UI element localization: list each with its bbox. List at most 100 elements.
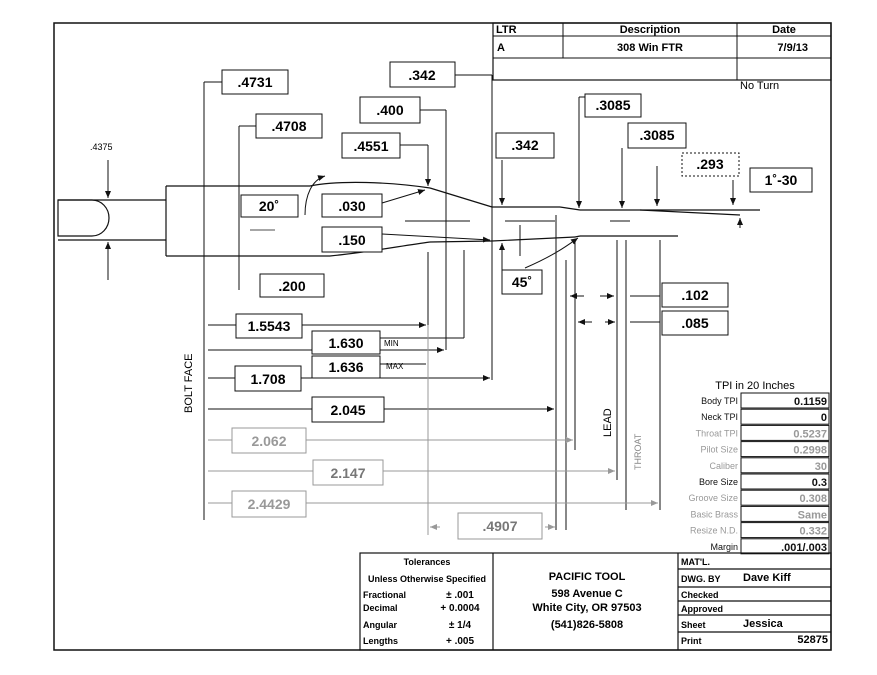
rev-date-value: 7/9/13 [777,42,808,54]
tolerance-label: Lengths [363,636,398,646]
rev-description-value: 308 Win FTR [617,42,683,54]
spec-label: Bore Size [699,477,738,487]
company-name: PACIFIC TOOL [549,571,626,583]
spec-row: Throat TPI 0.5237 [696,424,830,441]
tolerance-label: Fractional [363,590,406,600]
no-turn-note: No Turn [740,80,779,92]
dim-200: .200 [278,278,305,294]
rev-ltr-header: LTR [496,24,517,36]
spec-value: 0.332 [799,526,827,538]
spec-label: Basic Brass [690,509,738,519]
tolerances-subtitle: Unless Otherwise Specified [368,574,486,584]
spec-label: Resize N.D. [690,526,738,536]
dim-3085-a: .3085 [595,97,630,113]
spec-value: 0.3 [812,477,827,489]
sheet-value: Jessica [743,618,784,630]
dim-400: .400 [376,102,403,118]
dim-102: .102 [681,287,708,303]
dim-4375: .4375 [90,142,113,152]
spec-title: TPI in 20 Inches [715,380,795,392]
rev-description-header: Description [620,24,681,36]
spec-value-box [740,408,830,425]
spec-label: Groove Size [688,493,738,503]
dim-1636: 1.636 [328,359,363,375]
tolerance-label: Decimal [363,603,398,613]
drawing-border [53,22,832,651]
dim-085: .085 [681,315,708,331]
min-label: MIN [384,339,399,348]
tolerance-value: + 0.0004 [440,603,480,614]
dim-342-right: .342 [511,137,538,153]
dwg-by-value: Dave Kiff [743,572,791,584]
lead-label: LEAD [602,408,614,437]
spec-label: Margin [710,542,738,552]
max-label: MAX [386,362,404,371]
spec-row: Groove Size 0.308 [688,489,830,506]
revision-block: LTR Description Date A 308 Win FTR 7/9/1… [492,22,832,81]
spec-value-box [740,473,830,490]
matl-label: MAT'L. [681,557,710,567]
dim-15543: 1.5543 [248,318,291,334]
spec-value-box [740,505,830,522]
company-address2: White City, OR 97503 [532,602,641,614]
dim-2147: 2.147 [330,465,365,481]
spec-value-box [740,489,830,506]
spec-value-box [740,522,830,539]
spec-value-box [740,457,830,474]
bolt-face-label: BOLT FACE [183,353,195,413]
spec-row: Bore Size 0.3 [699,473,830,490]
title-block [359,552,832,651]
spec-value: 30 [815,461,827,473]
rev-date-header: Date [772,24,796,36]
tolerance-value: ± 1/4 [449,620,472,631]
spec-label: Throat TPI [696,428,738,438]
checked-label: Checked [681,590,719,600]
spec-value: .001/.003 [781,542,827,554]
sheet-label: Sheet [681,620,706,630]
angle-45: 45˚ [512,274,532,290]
dim-1708: 1.708 [250,371,285,387]
spec-value-box [740,538,830,555]
dim-2062: 2.062 [251,433,286,449]
company-phone: (541)826-5808 [551,619,623,631]
spec-row: Margin .001/.003 [710,538,830,555]
spec-label: Neck TPI [701,412,738,422]
spec-value: 0.1159 [794,396,827,408]
approved-label: Approved [681,604,723,614]
dim-3085-b: .3085 [639,127,674,143]
dim-4907: .4907 [482,518,517,534]
spec-value: 0.5237 [793,428,827,440]
angle-20: 20˚ [259,198,279,214]
dim-4731: .4731 [237,74,272,90]
dim-293: .293 [696,156,723,172]
dim-2045: 2.045 [330,402,365,418]
dim-4551: .4551 [353,138,388,154]
spec-value-box [740,424,830,441]
dim-342-top: .342 [408,67,435,83]
spec-label: Pilot Size [700,445,738,455]
dimension-lines [105,74,743,530]
tolerance-value: ± .001 [446,590,474,601]
spec-value: 0.308 [799,493,827,505]
spec-row: Basic Brass Same [690,505,830,522]
dimension-boxes [221,61,813,540]
spec-label: Caliber [709,461,738,471]
tolerances-title: Tolerances [404,557,451,567]
spec-value: Same [798,509,827,521]
dwg-by-label: DWG. BY [681,574,721,584]
dim-24429: 2.4429 [248,496,291,512]
spec-value-box [740,392,830,409]
throat-label: THROAT [633,433,643,470]
dim-1630: 1.630 [328,335,363,351]
angle-1-30: 1˚-30 [765,172,798,188]
spec-row: Resize N.D. 0.332 [690,522,830,539]
rev-ltr-value: A [497,42,505,54]
spec-value-box [740,441,830,458]
dim-4708: .4708 [271,118,306,134]
tolerance-label: Angular [363,620,397,630]
